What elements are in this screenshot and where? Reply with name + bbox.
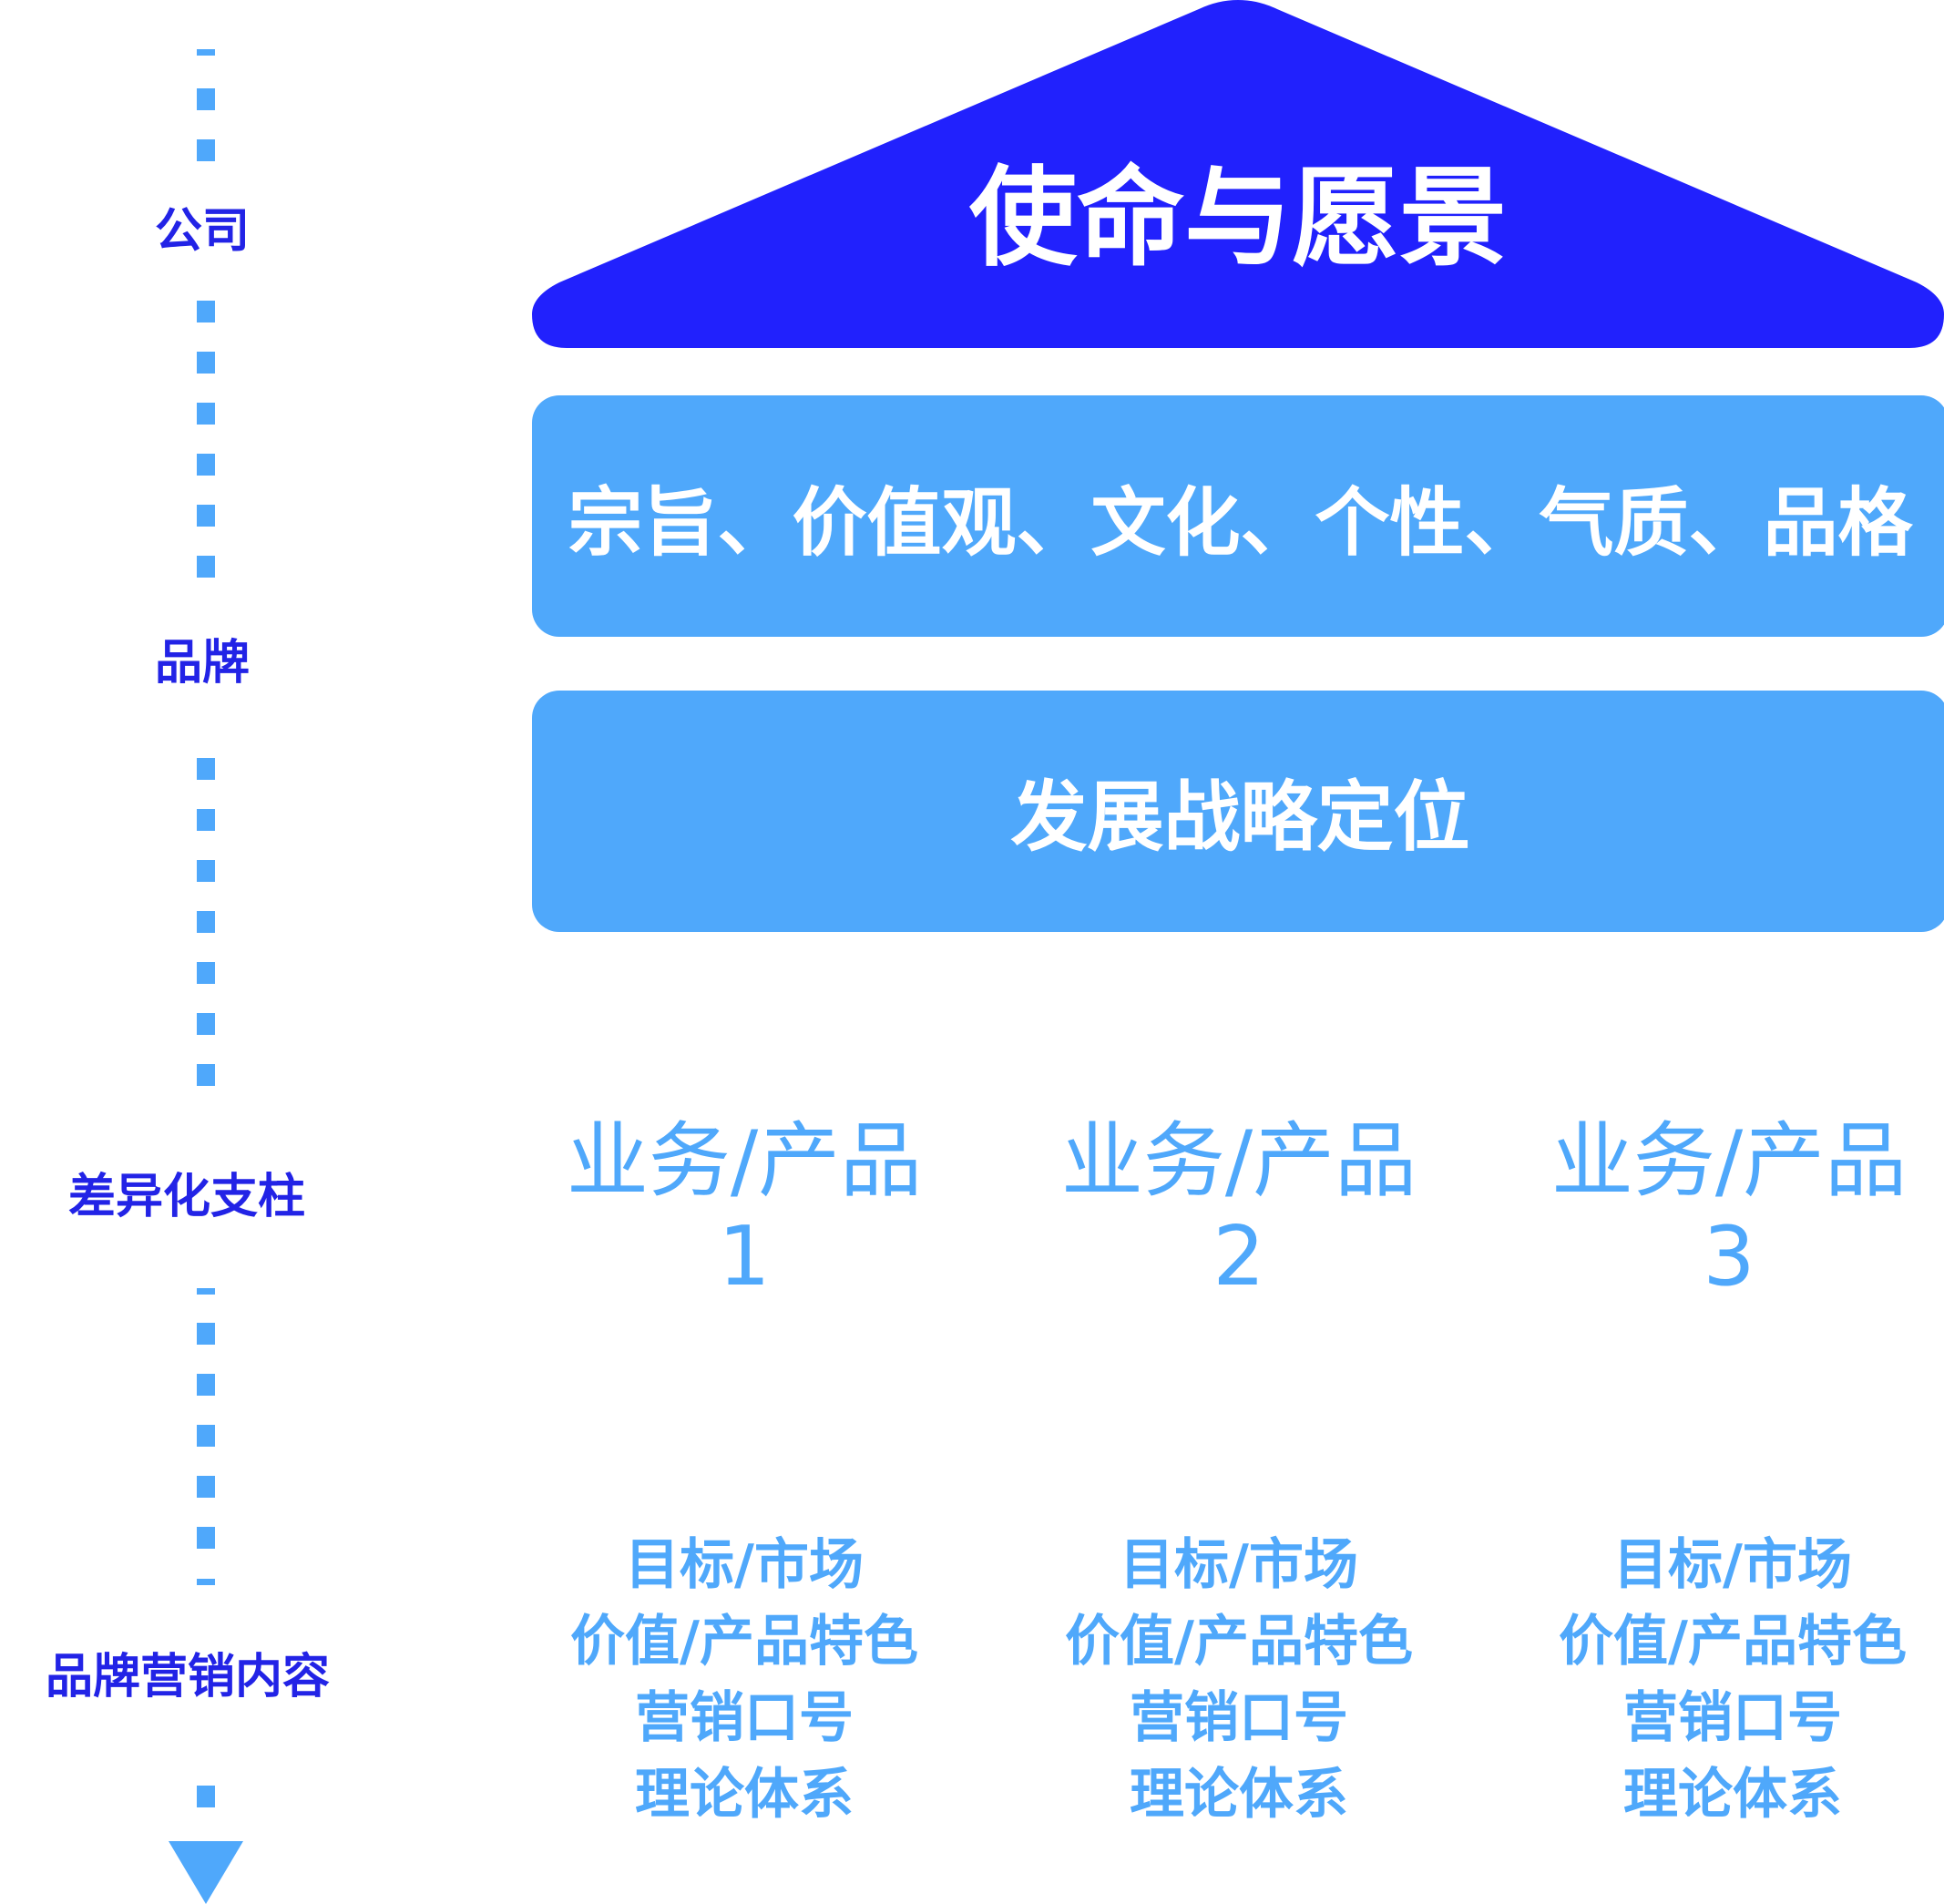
list-item: 营销口号 bbox=[635, 1686, 854, 1750]
axis-dash bbox=[197, 1064, 215, 1086]
axis-dash bbox=[197, 556, 215, 578]
axis-dash bbox=[197, 88, 215, 110]
axis-dash bbox=[197, 1425, 215, 1447]
axis-dash bbox=[197, 1374, 215, 1396]
axis-dash bbox=[197, 911, 215, 933]
pillar-1-content: 目标/市场 价值/产品特色 营销口号 理论体系 bbox=[517, 1527, 972, 1833]
list-item: 目标/市场 bbox=[625, 1533, 864, 1597]
axis-dash bbox=[197, 301, 215, 322]
pillar-2: 业务/产品 2 bbox=[1011, 1113, 1467, 1305]
list-item: 目标/市场 bbox=[1613, 1533, 1852, 1597]
axis-dash bbox=[197, 809, 215, 831]
level-label-marketing: 品牌营销内容 bbox=[46, 1650, 331, 1704]
axis-dash bbox=[197, 1527, 215, 1549]
axis-dash bbox=[197, 454, 215, 476]
axis-dash bbox=[197, 49, 215, 56]
axis-dash bbox=[197, 860, 215, 882]
strategy-band-text: 发展战略定位 bbox=[1010, 773, 1470, 862]
level-axis: 公司 品牌 差异化支柱 品牌营销内容 bbox=[0, 0, 419, 1904]
axis-dash bbox=[197, 352, 215, 374]
list-item: 理论体系 bbox=[1623, 1763, 1842, 1827]
axis-dash bbox=[197, 403, 215, 425]
list-item: 价值/产品特色 bbox=[570, 1610, 918, 1674]
pillar-number: 1 bbox=[718, 1209, 771, 1305]
pillar-3: 业务/产品 3 bbox=[1501, 1113, 1944, 1305]
list-item: 理论体系 bbox=[1130, 1763, 1348, 1827]
list-item: 理论体系 bbox=[635, 1763, 854, 1827]
pillar-3-content: 目标/市场 价值/产品特色 营销口号 理论体系 bbox=[1505, 1527, 1944, 1833]
pillar-title: 业务/产品 3 bbox=[1501, 1113, 1944, 1305]
strategy-band: 发展战略定位 bbox=[532, 691, 1944, 932]
level-label-brand: 品牌 bbox=[155, 636, 251, 691]
axis-dash bbox=[197, 758, 215, 780]
axis-dash bbox=[197, 1323, 215, 1345]
axis-dash bbox=[197, 1786, 215, 1807]
pillar-title-text: 业务/产品 bbox=[1060, 1113, 1417, 1209]
pillar-title-text: 业务/产品 bbox=[1550, 1113, 1908, 1209]
pillar-1: 业务/产品 1 bbox=[517, 1113, 972, 1305]
arrow-down-icon bbox=[169, 1841, 243, 1904]
pillar-title-text: 业务/产品 bbox=[566, 1113, 923, 1209]
pillar-2-content: 目标/市场 价值/产品特色 营销口号 理论体系 bbox=[1011, 1527, 1467, 1833]
axis-dash bbox=[197, 1476, 215, 1498]
axis-dash bbox=[197, 1579, 215, 1585]
list-item: 价值/产品特色 bbox=[1065, 1610, 1413, 1674]
axis-dash bbox=[197, 505, 215, 527]
list-item: 价值/产品特色 bbox=[1559, 1610, 1907, 1674]
level-label-pillars: 差异化支柱 bbox=[68, 1170, 306, 1224]
roof-title: 使命与愿景 bbox=[968, 155, 1507, 281]
values-band-text: 宗旨、价值观、文化、个性、气质、品格 bbox=[568, 480, 1913, 567]
roof-shape bbox=[532, 0, 1944, 348]
list-item: 营销口号 bbox=[1623, 1686, 1842, 1750]
list-item: 目标/市场 bbox=[1120, 1533, 1358, 1597]
axis-dash bbox=[197, 1013, 215, 1035]
axis-dash bbox=[197, 1288, 215, 1295]
pillar-title: 业务/产品 2 bbox=[1011, 1113, 1467, 1305]
pillar-number: 3 bbox=[1703, 1209, 1755, 1305]
level-label-company: 公司 bbox=[155, 204, 251, 259]
values-band: 宗旨、价值观、文化、个性、气质、品格 bbox=[532, 395, 1944, 637]
axis-dash bbox=[197, 139, 215, 161]
pillar-number: 2 bbox=[1212, 1209, 1265, 1305]
pillar-title: 业务/产品 1 bbox=[517, 1113, 972, 1305]
list-item: 营销口号 bbox=[1130, 1686, 1348, 1750]
axis-dash bbox=[197, 962, 215, 984]
